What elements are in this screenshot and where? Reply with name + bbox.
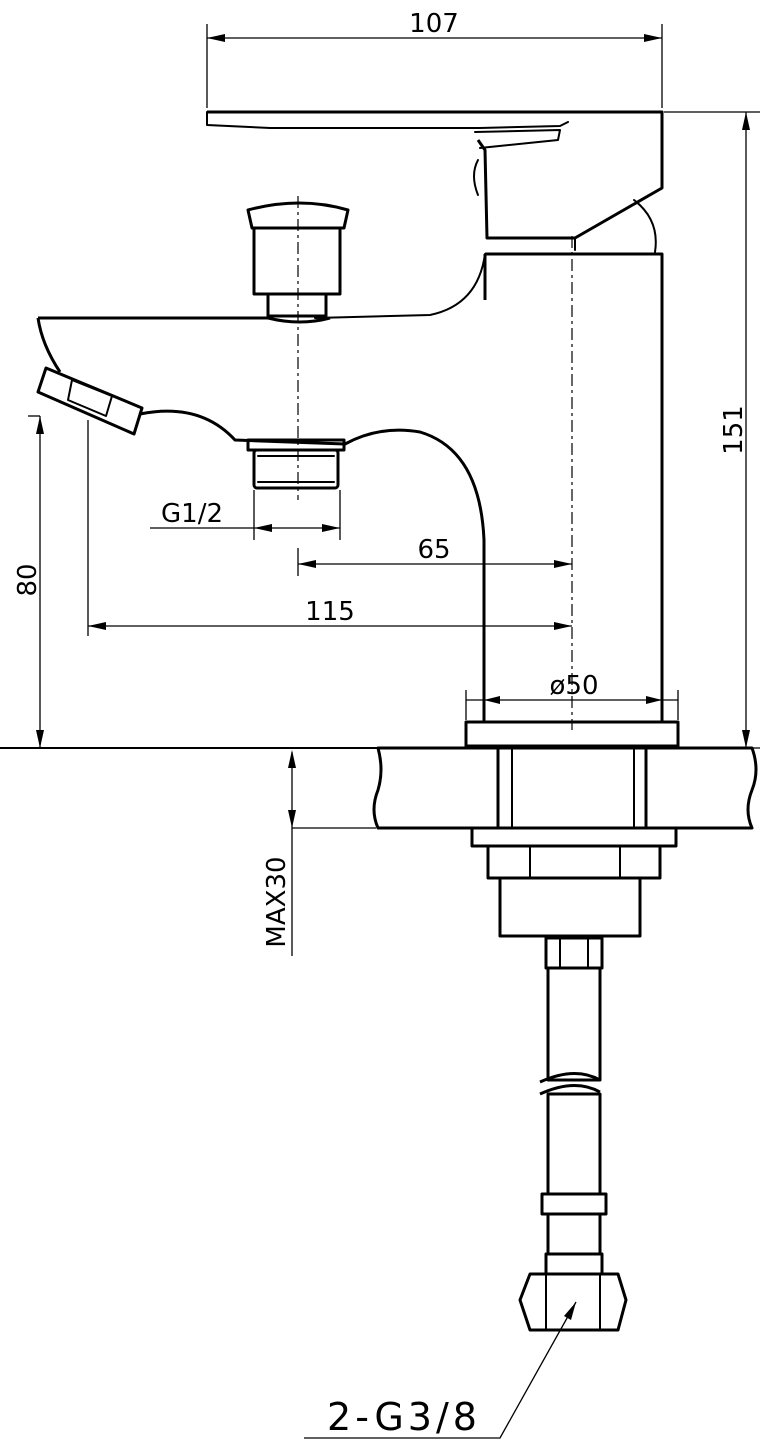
dim-label-max30: MAX30 (262, 856, 292, 947)
dim-label-g38: 2-G3/8 (327, 1395, 481, 1439)
dim-label-80: 80 (13, 563, 43, 596)
center-lines (297, 196, 573, 730)
dim-label-65: 65 (417, 535, 450, 565)
spout (36, 316, 486, 722)
dim-label-151: 151 (719, 405, 749, 455)
body-cylinder (314, 199, 664, 722)
dim-g38: 2-G3/8 (304, 1301, 577, 1439)
lever-handle (206, 110, 664, 240)
dim-label-107: 107 (409, 9, 459, 39)
dim-g12: G1/2 (150, 490, 341, 540)
diverter-knob (246, 201, 350, 318)
countertop (0, 746, 758, 830)
dim-115: 115 (87, 420, 572, 636)
dim-50: ø50 (465, 671, 679, 720)
outlet-g12 (246, 438, 346, 490)
dim-label-g12: G1/2 (161, 499, 223, 529)
supply-hose (518, 936, 628, 1332)
dim-107: 107 (206, 9, 663, 108)
dim-label-50: ø50 (550, 671, 599, 701)
dim-max30: MAX30 (262, 750, 376, 956)
dim-label-115: 115 (305, 597, 355, 627)
aerator (36, 366, 144, 436)
mounting-shank (470, 746, 678, 938)
dim-65: 65 (297, 535, 572, 576)
dim-151: 151 (664, 111, 760, 749)
dim-80: 80 (13, 415, 44, 748)
